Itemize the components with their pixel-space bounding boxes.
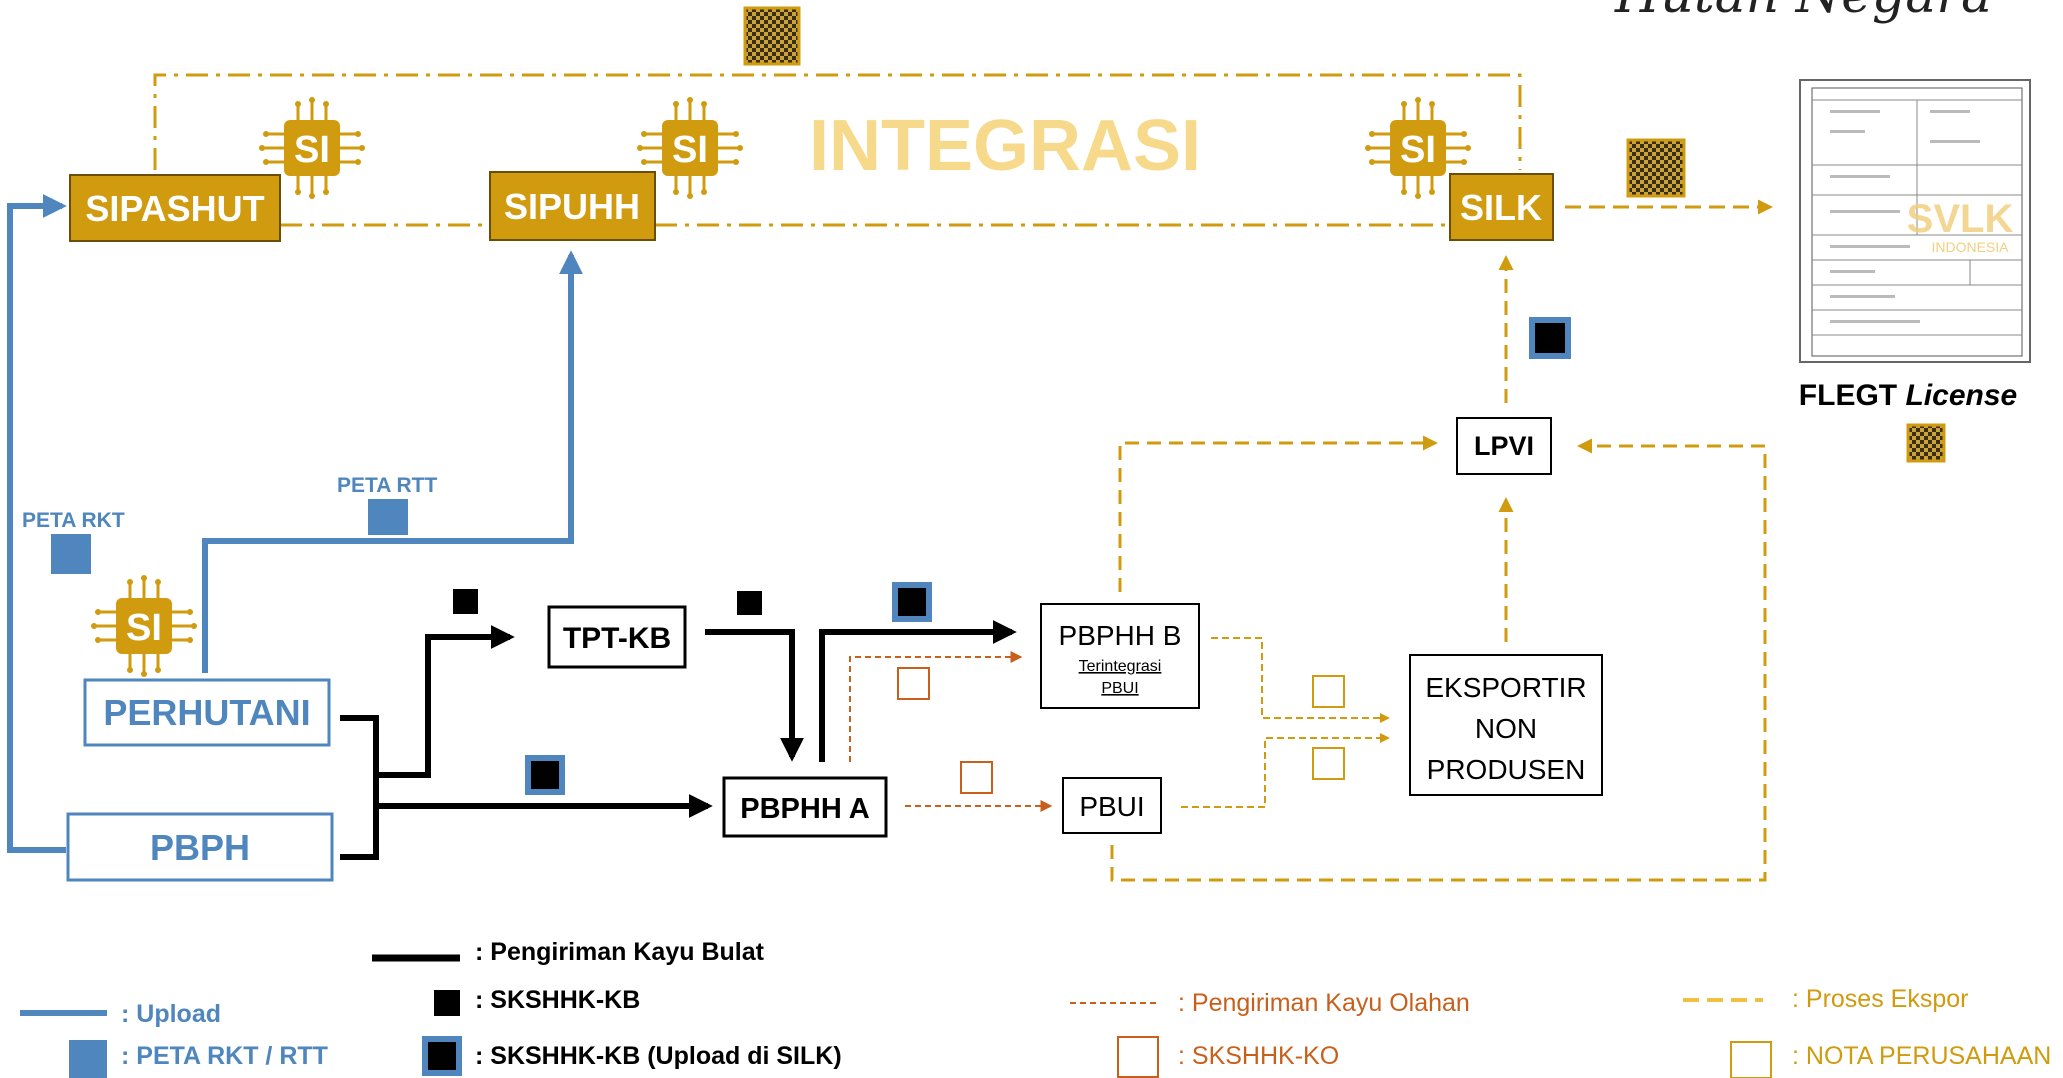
- svg-text:TPT-KB: TPT-KB: [563, 622, 671, 655]
- skshhk-ko-square: [960, 761, 993, 794]
- arrow-pbphh-a-to-pbphh-b: [819, 620, 1017, 762]
- upload-line-perhutani-sipuhh: [202, 250, 583, 673]
- line-pbui-lpvi-loop: [1110, 438, 1767, 882]
- svg-text:LPVI: LPVI: [1474, 431, 1534, 461]
- svg-text:SILK: SILK: [1460, 187, 1542, 228]
- qr-code-icon: [743, 6, 801, 66]
- svg-text:: SKSHHK-KB: : SKSHHK-KB: [475, 986, 640, 1014]
- node-eksportir-non-produsen[interactable]: EKSPORTIR NON PRODUSEN: [1409, 654, 1603, 796]
- svg-text:SIPASHUT: SIPASHUT: [85, 188, 264, 229]
- svg-text:SI: SI: [126, 607, 162, 649]
- line-pbphh-b-lpvi: [1118, 435, 1438, 592]
- svg-text:: Proses Ekspor: : Proses Ekspor: [1792, 985, 1968, 1013]
- svg-text:NON: NON: [1475, 713, 1537, 744]
- system-sipuhh[interactable]: SIPUHH: [489, 171, 656, 241]
- svlk-logo: SVLK: [1907, 197, 2014, 241]
- svg-text:INDONESIA: INDONESIA: [1931, 239, 2009, 255]
- si-chip-icon: SI: [635, 95, 745, 201]
- peta-rkt-label: PETA RKT: [22, 509, 125, 532]
- svg-text:Terintegrasi: Terintegrasi: [1079, 658, 1162, 675]
- svg-text:: NOTA PERUSAHAAN: : NOTA PERUSAHAAN: [1792, 1042, 2051, 1070]
- system-silk[interactable]: SILK: [1449, 173, 1554, 241]
- skshhk-kb-square: [453, 589, 478, 614]
- svg-text:PBUI: PBUI: [1101, 680, 1138, 697]
- svg-text:SIPUHH: SIPUHH: [504, 186, 640, 227]
- peta-rtt-label: PETA RTT: [337, 474, 437, 497]
- nota-perusahaan-square: [1312, 747, 1345, 780]
- node-pbphh-b[interactable]: PBPHH B Terintegrasi PBUI: [1040, 603, 1200, 709]
- legend: : Upload : PETA RKT / RTT : Pengiriman K…: [20, 938, 2051, 1078]
- svg-text:SI: SI: [294, 129, 330, 171]
- svg-text:: PETA RKT / RTT: : PETA RKT / RTT: [121, 1042, 328, 1070]
- flegt-license-label: FLEGT License: [1799, 379, 2017, 412]
- integrasi-watermark: INTEGRASI: [809, 106, 1201, 186]
- node-pbphh-a[interactable]: PBPHH A: [722, 776, 888, 838]
- legend-peta-square: [69, 1040, 107, 1078]
- integrasi-frame: [153, 73, 1522, 170]
- svg-text:SI: SI: [1400, 129, 1436, 171]
- si-chip-icon: SI: [89, 573, 199, 679]
- legend-skshhk-kb-square: [434, 990, 460, 1016]
- legend-nota-square: [1730, 1041, 1772, 1078]
- si-chip-icon: SI: [257, 95, 367, 201]
- svg-text:PBPHH A: PBPHH A: [740, 793, 869, 825]
- svg-text:PBUI: PBUI: [1079, 791, 1144, 822]
- svg-text:PBPHH B: PBPHH B: [1059, 620, 1182, 651]
- peta-rkt-square: [51, 534, 91, 574]
- upload-line-pbph-sipashut: [7, 194, 67, 853]
- flegt-license-document: SVLK INDONESIA: [1799, 79, 2031, 363]
- line-pbui-eksportir: [1181, 733, 1390, 808]
- skshhk-kb-upload-square: [1529, 317, 1571, 359]
- arrow-kayu-olahan-pbphh-b: [849, 651, 1023, 762]
- svg-text:PRODUSEN: PRODUSEN: [1427, 754, 1586, 785]
- svg-text:PERHUTANI: PERHUTANI: [103, 692, 310, 733]
- peta-rtt-square: [368, 499, 408, 535]
- legend-skshhk-kb-upload-square: [422, 1036, 462, 1076]
- node-tpt-kb[interactable]: TPT-KB: [547, 605, 687, 669]
- nota-perusahaan-square: [1312, 675, 1345, 708]
- qr-code-icon: [1906, 423, 1946, 463]
- svg-text:: SKSHHK-KB (Upload di SILK): : SKSHHK-KB (Upload di SILK): [475, 1042, 842, 1070]
- legend-skshhk-ko-square: [1117, 1036, 1159, 1078]
- skshhk-kb-upload-square: [525, 755, 565, 795]
- node-pbph[interactable]: PBPH: [66, 812, 334, 882]
- line-pbphh-b-eksportir: [1211, 637, 1390, 723]
- node-perhutani[interactable]: PERHUTANI: [83, 678, 331, 747]
- skshhk-ko-square: [897, 667, 930, 700]
- node-pbui[interactable]: PBUI: [1062, 777, 1162, 834]
- qr-code-icon: [1626, 138, 1686, 198]
- si-chip-icon: SI: [1363, 95, 1473, 201]
- svg-text:: Pengiriman Kayu Olahan: : Pengiriman Kayu Olahan: [1178, 989, 1470, 1017]
- arrow-to-tpt-kb: [376, 625, 515, 778]
- node-lpvi[interactable]: LPVI: [1456, 417, 1552, 475]
- svg-text:: Pengiriman Kayu Bulat: : Pengiriman Kayu Bulat: [475, 938, 765, 966]
- system-sipashut[interactable]: SIPASHUT: [69, 174, 281, 242]
- svg-text:SI: SI: [672, 129, 708, 171]
- arrow-tpt-kb-to-pbphh-a: [705, 629, 804, 762]
- svg-text:: Upload: : Upload: [121, 1000, 221, 1028]
- skshhk-kb-square: [737, 591, 762, 615]
- header-text: Hutan Negara: [1614, 0, 1992, 25]
- line-perhutani-bracket: [340, 715, 379, 860]
- skshhk-kb-upload-square: [892, 582, 932, 622]
- svg-text:EKSPORTIR: EKSPORTIR: [1425, 672, 1586, 703]
- svg-text:: SKSHHK-KO: : SKSHHK-KO: [1178, 1042, 1339, 1070]
- svg-text:PBPH: PBPH: [150, 827, 250, 868]
